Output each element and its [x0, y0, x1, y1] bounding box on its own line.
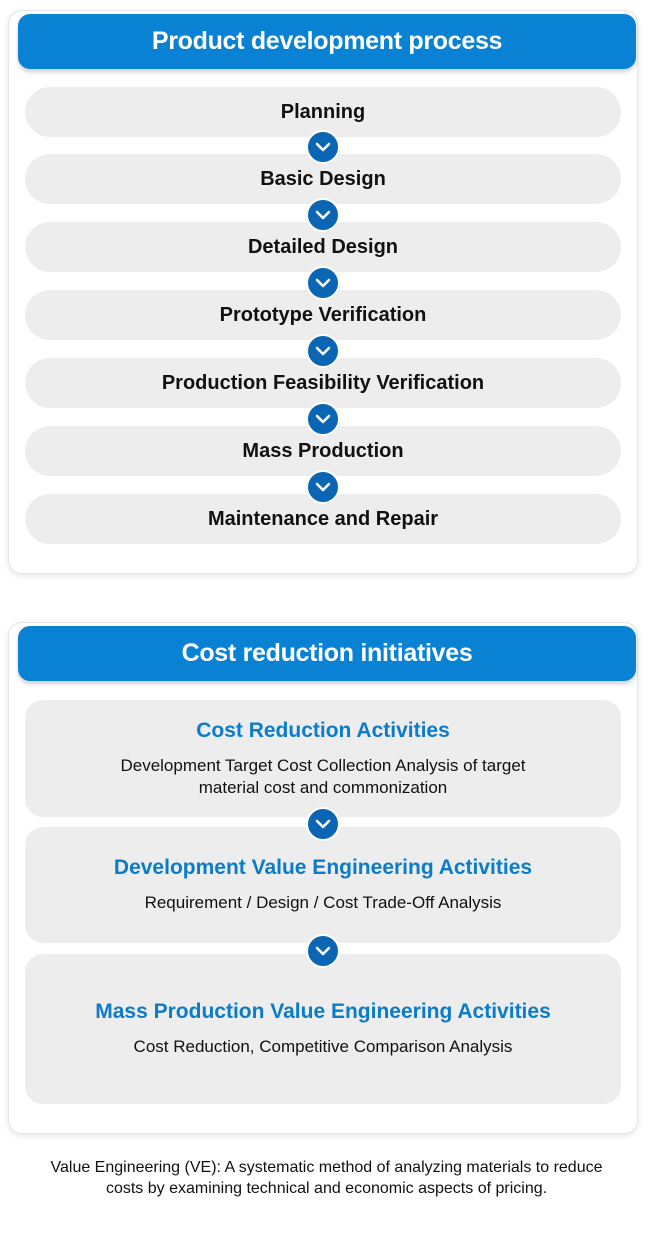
chevron-down-icon	[306, 198, 340, 232]
activity-development-ve: Development Value Engineering Activities…	[25, 827, 621, 943]
step-production-feasibility: Production Feasibility Verification	[25, 358, 621, 408]
activity-title: Cost Reduction Activities	[196, 718, 450, 742]
chevron-down-icon	[306, 934, 340, 968]
process-card: Product development process Planning Bas…	[8, 10, 638, 574]
process-header: Product development process	[18, 14, 636, 69]
activity-desc: Cost Reduction, Competitive Comparison A…	[133, 1037, 513, 1056]
chevron-down-icon	[306, 266, 340, 300]
chevron-down-icon	[306, 470, 340, 504]
cost-card: Cost reduction initiatives Cost Reductio…	[8, 622, 638, 1134]
activity-cost-reduction: Cost Reduction Activities Development Ta…	[25, 700, 621, 817]
chevron-down-icon	[306, 402, 340, 436]
activity-title: Mass Production Value Engineering Activi…	[95, 1000, 551, 1023]
footnote: Value Engineering (VE): A systematic met…	[50, 1159, 603, 1197]
chevron-down-icon	[306, 334, 340, 368]
chevron-down-icon	[306, 130, 340, 164]
activity-title: Development Value Engineering Activities	[113, 856, 533, 879]
step-detailed-design: Detailed Design	[25, 222, 621, 272]
step-planning: Planning	[25, 87, 621, 137]
chevron-down-icon	[306, 807, 340, 841]
step-prototype-verification: Prototype Verification	[25, 290, 621, 340]
activity-mass-production-ve: Mass Production Value Engineering Activi…	[25, 954, 621, 1104]
activity-desc: Development Target Cost Collection Analy…	[120, 755, 526, 797]
activity-desc: Requirement / Design / Cost Trade-Off An…	[144, 893, 502, 912]
cost-header: Cost reduction initiatives	[18, 626, 636, 681]
